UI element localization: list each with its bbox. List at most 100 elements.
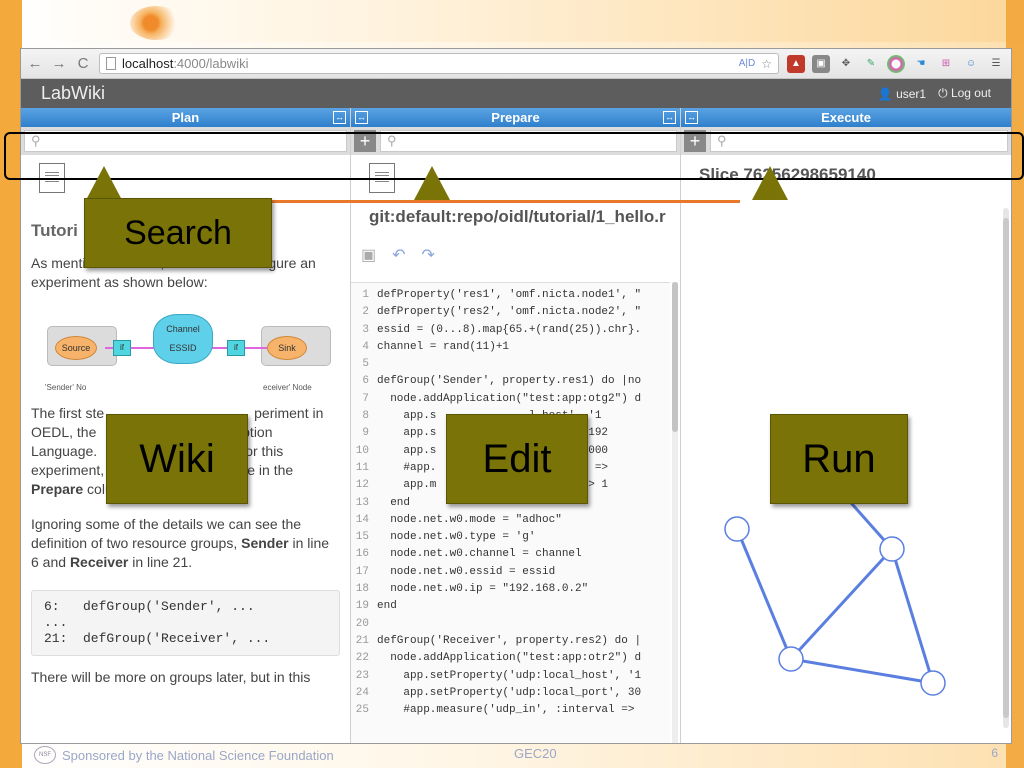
logout-link[interactable]: ⏻ Log out bbox=[938, 86, 991, 101]
text-fragment: OEDL, the bbox=[31, 424, 97, 440]
prepare-search-input[interactable]: ⚲ bbox=[380, 130, 677, 152]
editor-scrollbar[interactable] bbox=[672, 282, 678, 743]
code-line: 18 node.net.w0.ip = "192.168.0.2" bbox=[351, 581, 670, 598]
logout-label: Log out bbox=[950, 86, 991, 100]
line-number: 3 bbox=[362, 323, 369, 336]
line-code: defProperty('res1', 'omf.nicta.node1', " bbox=[377, 289, 642, 301]
line-number: 20 bbox=[355, 617, 369, 630]
receiver-caption: eceiver' Node bbox=[263, 383, 312, 392]
editor-scroll-thumb[interactable] bbox=[672, 282, 678, 432]
prepare-header: ↔ Prepare ↔ bbox=[351, 108, 680, 127]
extension-people-icon[interactable]: ☺ bbox=[965, 58, 977, 69]
graph-node[interactable] bbox=[879, 536, 905, 562]
back-button[interactable]: ← bbox=[27, 55, 43, 72]
plan-paragraph-4: There will be more on groups later, but … bbox=[31, 669, 311, 685]
search-icon: ⚲ bbox=[387, 133, 397, 148]
line-code: node.net.w0.channel = channel bbox=[377, 548, 582, 561]
text-fragment: Ignoring some of the details we can see … bbox=[31, 516, 302, 551]
line-number: 21 bbox=[355, 634, 369, 647]
line-code: defProperty('res2', 'omf.nicta.node2', " bbox=[377, 306, 642, 319]
undo-icon[interactable]: ↶ bbox=[392, 247, 406, 264]
save-icon[interactable]: ▣ bbox=[361, 247, 377, 264]
text-bold: Receiver bbox=[69, 554, 129, 570]
plan-content: Tutori As mentioned before, we want to c… bbox=[21, 193, 350, 687]
extension-screenshot-icon[interactable]: ▣ bbox=[812, 54, 830, 73]
extension-color-icon[interactable] bbox=[887, 54, 905, 73]
callout-wiki: Wiki bbox=[106, 414, 248, 504]
execute-scrollbar[interactable] bbox=[1003, 208, 1009, 728]
user-menu[interactable]: 👤 user1 bbox=[878, 87, 926, 101]
reload-button[interactable]: C bbox=[77, 55, 89, 72]
plan-expand-icon[interactable]: ↔ bbox=[333, 111, 346, 124]
line-code: end bbox=[377, 496, 411, 509]
graph-edge bbox=[790, 657, 934, 685]
line-number: 14 bbox=[355, 513, 369, 526]
execute-scroll-thumb[interactable] bbox=[1003, 218, 1009, 718]
line-number: 8 bbox=[362, 410, 369, 423]
line-number: 4 bbox=[362, 340, 369, 353]
essid-label: ESSID bbox=[169, 343, 197, 353]
line-code: app.setProperty('udp:local_port', 30 bbox=[377, 686, 642, 699]
extension-pen-icon[interactable]: ✎ bbox=[866, 58, 876, 69]
graph-node[interactable] bbox=[920, 670, 946, 696]
execute-collapse-icon[interactable]: ↔ bbox=[685, 111, 698, 124]
footer-event: GEC20 bbox=[514, 746, 557, 761]
edit-toolbar: ▣ ↶ ↷ bbox=[361, 245, 680, 265]
extension-arrows-icon[interactable]: ✥ bbox=[841, 58, 851, 69]
code-line: 13 end bbox=[351, 495, 670, 512]
redo-icon[interactable]: ↷ bbox=[421, 247, 435, 264]
reader-mode-icon[interactable]: A|D bbox=[738, 58, 756, 69]
forward-button[interactable]: → bbox=[51, 55, 67, 72]
graph-node[interactable] bbox=[778, 646, 804, 672]
plan-column: Plan ↔ ⚲ Tutori As mentioned before, we … bbox=[21, 108, 351, 743]
graph-node[interactable] bbox=[724, 516, 750, 542]
extension-badge-icon[interactable]: ▲ bbox=[787, 54, 805, 73]
line-code: channel = rand(11)+1 bbox=[377, 340, 510, 353]
line-number: 24 bbox=[355, 686, 369, 699]
menu-icon[interactable]: ☰ bbox=[991, 58, 1001, 69]
line-code: app.setProperty('udp:local_host', '1 bbox=[377, 669, 642, 682]
slide-left-bar bbox=[0, 0, 22, 768]
search-icon: ⚲ bbox=[31, 133, 41, 148]
line-number: 11 bbox=[355, 461, 369, 474]
channel-label: Channel bbox=[166, 324, 200, 334]
line-number: 12 bbox=[355, 479, 369, 492]
extension-hand-icon[interactable]: ☚ bbox=[916, 58, 926, 69]
add-button[interactable]: + bbox=[684, 130, 706, 152]
sink-node: Sink bbox=[267, 336, 307, 360]
prepare-search-bar: + ⚲ bbox=[351, 127, 680, 155]
prepare-expand-icon[interactable]: ↔ bbox=[663, 111, 676, 124]
line-number: 13 bbox=[355, 496, 369, 509]
plan-search-bar: ⚲ bbox=[21, 127, 350, 155]
address-bar[interactable]: localhost:4000/labwiki A|D ☆ bbox=[99, 53, 779, 74]
connector-line bbox=[272, 200, 740, 203]
user-icon: 👤 bbox=[877, 86, 893, 101]
line-code: node.net.w0.type = 'g' bbox=[377, 531, 536, 544]
text-fragment: The first ste bbox=[31, 405, 105, 421]
footer-sponsor: NSF Sponsored by the National Science Fo… bbox=[34, 746, 334, 764]
bookmark-star-icon[interactable]: ☆ bbox=[761, 56, 772, 71]
line-code: defGroup('Receiver', property.res2) do | bbox=[377, 634, 642, 647]
plan-search-input[interactable]: ⚲ bbox=[24, 130, 347, 152]
line-number: 9 bbox=[362, 427, 369, 440]
line-code: essid = (0...8).map{65.+(rand(25)).chr}. bbox=[377, 323, 642, 336]
callout-edit: Edit bbox=[446, 414, 588, 504]
line-number: 16 bbox=[355, 548, 369, 561]
url-path: :4000/labwiki bbox=[173, 56, 249, 71]
execute-search-input[interactable]: ⚲ bbox=[710, 130, 1008, 152]
text-fragment: Language. bbox=[31, 443, 98, 459]
nsf-logo: NSF bbox=[34, 746, 56, 764]
source-node: Source bbox=[55, 336, 97, 360]
slide-logo bbox=[130, 6, 182, 40]
add-button[interactable]: + bbox=[354, 130, 376, 152]
plan-heading: Tutori bbox=[31, 221, 78, 240]
extension-grid-icon[interactable]: ⊞ bbox=[941, 58, 951, 69]
execute-header: ↔ Execute bbox=[681, 108, 1011, 127]
text-fragment: in line 6 and bbox=[31, 535, 330, 570]
prepare-collapse-icon[interactable]: ↔ bbox=[355, 111, 368, 124]
line-code: node.addApplication("test:app:otr2") d bbox=[377, 652, 642, 665]
code-line: 21 defGroup('Receiver', property.res2) do… bbox=[351, 633, 670, 650]
